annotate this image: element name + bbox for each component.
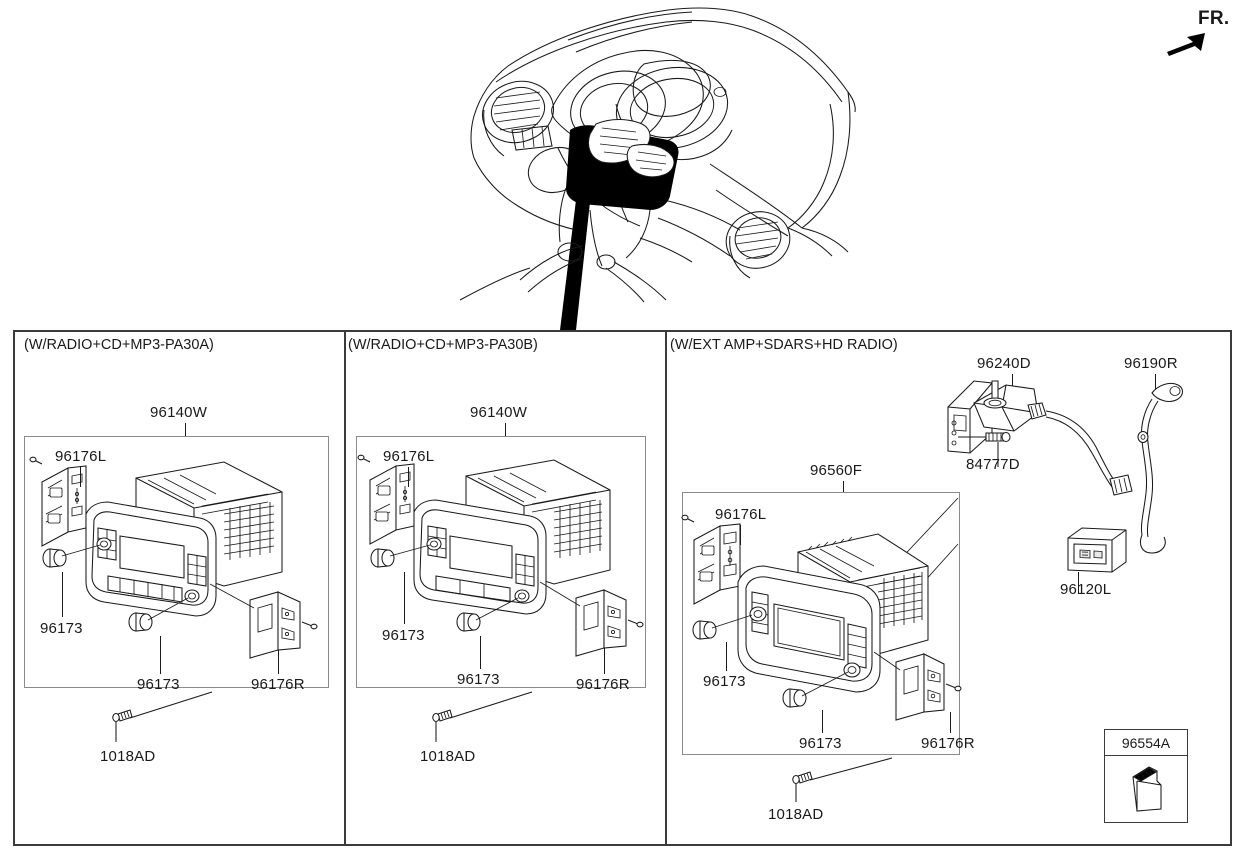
leader-96120L [1078,572,1079,594]
antenna-assembly-96240D [947,380,1184,554]
part-label-96173-upper-b: 96173 [382,627,425,644]
panel-divider-1 [344,332,346,844]
part-label-96176L-a: 96176L [55,448,107,465]
screw-right-pa30a [301,621,318,630]
leader-96173-upper-c [726,642,727,671]
leader-96140W-b [505,423,506,436]
screw-right-pa30b [627,619,644,628]
bracket-96176L [41,465,87,547]
part-label-1018AD-b: 1018AD [420,748,476,765]
radio-head-unit-pa30b [413,459,611,615]
part-label-96173-lower-a: 96173 [137,676,180,693]
bracket-96176L [369,463,415,545]
panel-title-pa30b: (W/RADIO+CD+MP3-PA30B) [348,337,538,353]
aux-usb-jack-96120L [1067,527,1127,573]
knob-96173-lower-pa30a [128,612,153,632]
part-label-96176L-c: 96176L [715,506,767,523]
feeder-cable-96190R [1137,382,1184,554]
part-label-96176R-b: 96176R [576,676,630,693]
part-label-96173-lower-b: 96173 [457,671,500,688]
sd-card-icon [1132,766,1162,812]
bracket-96176R [895,653,945,721]
part-label-96176L-b: 96176L [383,448,435,465]
screw-1018AD-pa30a [112,691,213,742]
bracket-96176R [575,589,627,657]
subbox-pa30a [24,436,329,688]
leader-knob-upper-pa30a [61,544,101,557]
screw-84777D [958,431,1011,467]
head-unit-highlight [560,118,679,330]
leader-96173-upper-a [62,572,63,617]
screw-top-left-nav [681,514,695,523]
part-label-1018AD-c: 1018AD [768,806,824,823]
nav-head-unit [737,533,929,693]
dashboard-illustration [459,7,856,330]
assembly-label-96560F: 96560F [810,462,863,479]
nav-head-unit-exploded [681,497,962,721]
assembly-label-96140W-b: 96140W [470,404,528,421]
part-label-96176R-c: 96176R [921,735,975,752]
bracket-96176L [693,523,741,605]
leader-96173-lower-c [822,710,823,733]
sdars-antenna-puck [973,380,1047,432]
part-label-96173-lower-c: 96173 [799,735,842,752]
assembly-label-96140W-a: 96140W [150,404,208,421]
sd-card-illustration-area [1105,756,1187,823]
head-unit-exploded-pa30b [357,454,644,657]
part-label-96240D: 96240D [977,355,1031,372]
leader-96176L-b [408,467,409,487]
panel-title-ext-amp: (W/EXT AMP+SDARS+HD RADIO) [670,337,898,353]
knob-96173-upper-pa30a [42,548,67,568]
leader-96176R-a [278,650,279,674]
leader-96173-lower-a [160,636,161,674]
leader-96190R [1155,374,1156,396]
part-label-96176R-a: 96176R [251,676,305,693]
bracket-96176R [249,591,301,659]
part-label-96190R: 96190R [1124,355,1178,372]
leader-96176R-c [950,712,951,733]
leader-knob-lower-pa30a [147,597,189,621]
panel-divider-2 [665,332,667,844]
part-label-84777D: 84777D [966,456,1020,473]
leader-96560F [843,481,844,492]
leader-bracket-r-pa30a [209,583,255,609]
orientation-marker: FR. [1163,8,1241,56]
orientation-label: FR. [1198,8,1230,29]
screw-1018AD-pa30b [432,691,533,742]
knob-96173-lower-pa30b [456,612,481,632]
subbox-pa30b [356,436,646,688]
screw-top-left-pa30a [29,456,43,465]
sd-card-code-label: 96554A [1105,730,1187,756]
part-label-96173-upper-c: 96173 [703,673,746,690]
radio-head-unit-pa30a [85,461,283,617]
screw-top-left-pa30b [357,454,371,463]
leader-96176R-b [604,648,605,674]
head-unit-exploded-pa30a [29,456,318,659]
part-label-96120L: 96120L [1060,581,1112,598]
panel-title-pa30a: (W/RADIO+CD+MP3-PA30A) [24,337,214,353]
screw-1018AD-ext-amp [792,757,893,802]
knob-96173-upper-pa30b [370,548,395,568]
leader-96173-upper-b [404,572,405,624]
subbox-ext-amp [682,492,960,755]
knob-96173-upper-nav [692,620,717,640]
part-label-1018AD-a: 1018AD [100,748,156,765]
leader-96240D [1012,374,1013,396]
leader-96173-lower-b [480,636,481,669]
leader-96176L-a [80,467,81,487]
screw-right-nav [945,683,962,692]
sd-card-callout-box: 96554A [1104,729,1188,823]
part-label-96173-upper-a: 96173 [40,620,83,637]
coax-inline-connector [1109,474,1133,496]
knob-96173-lower-nav [782,688,807,708]
leader-96140W-a [185,423,186,436]
leader-96176L-c [740,525,741,545]
arrow-up-right-icon [1167,33,1205,56]
